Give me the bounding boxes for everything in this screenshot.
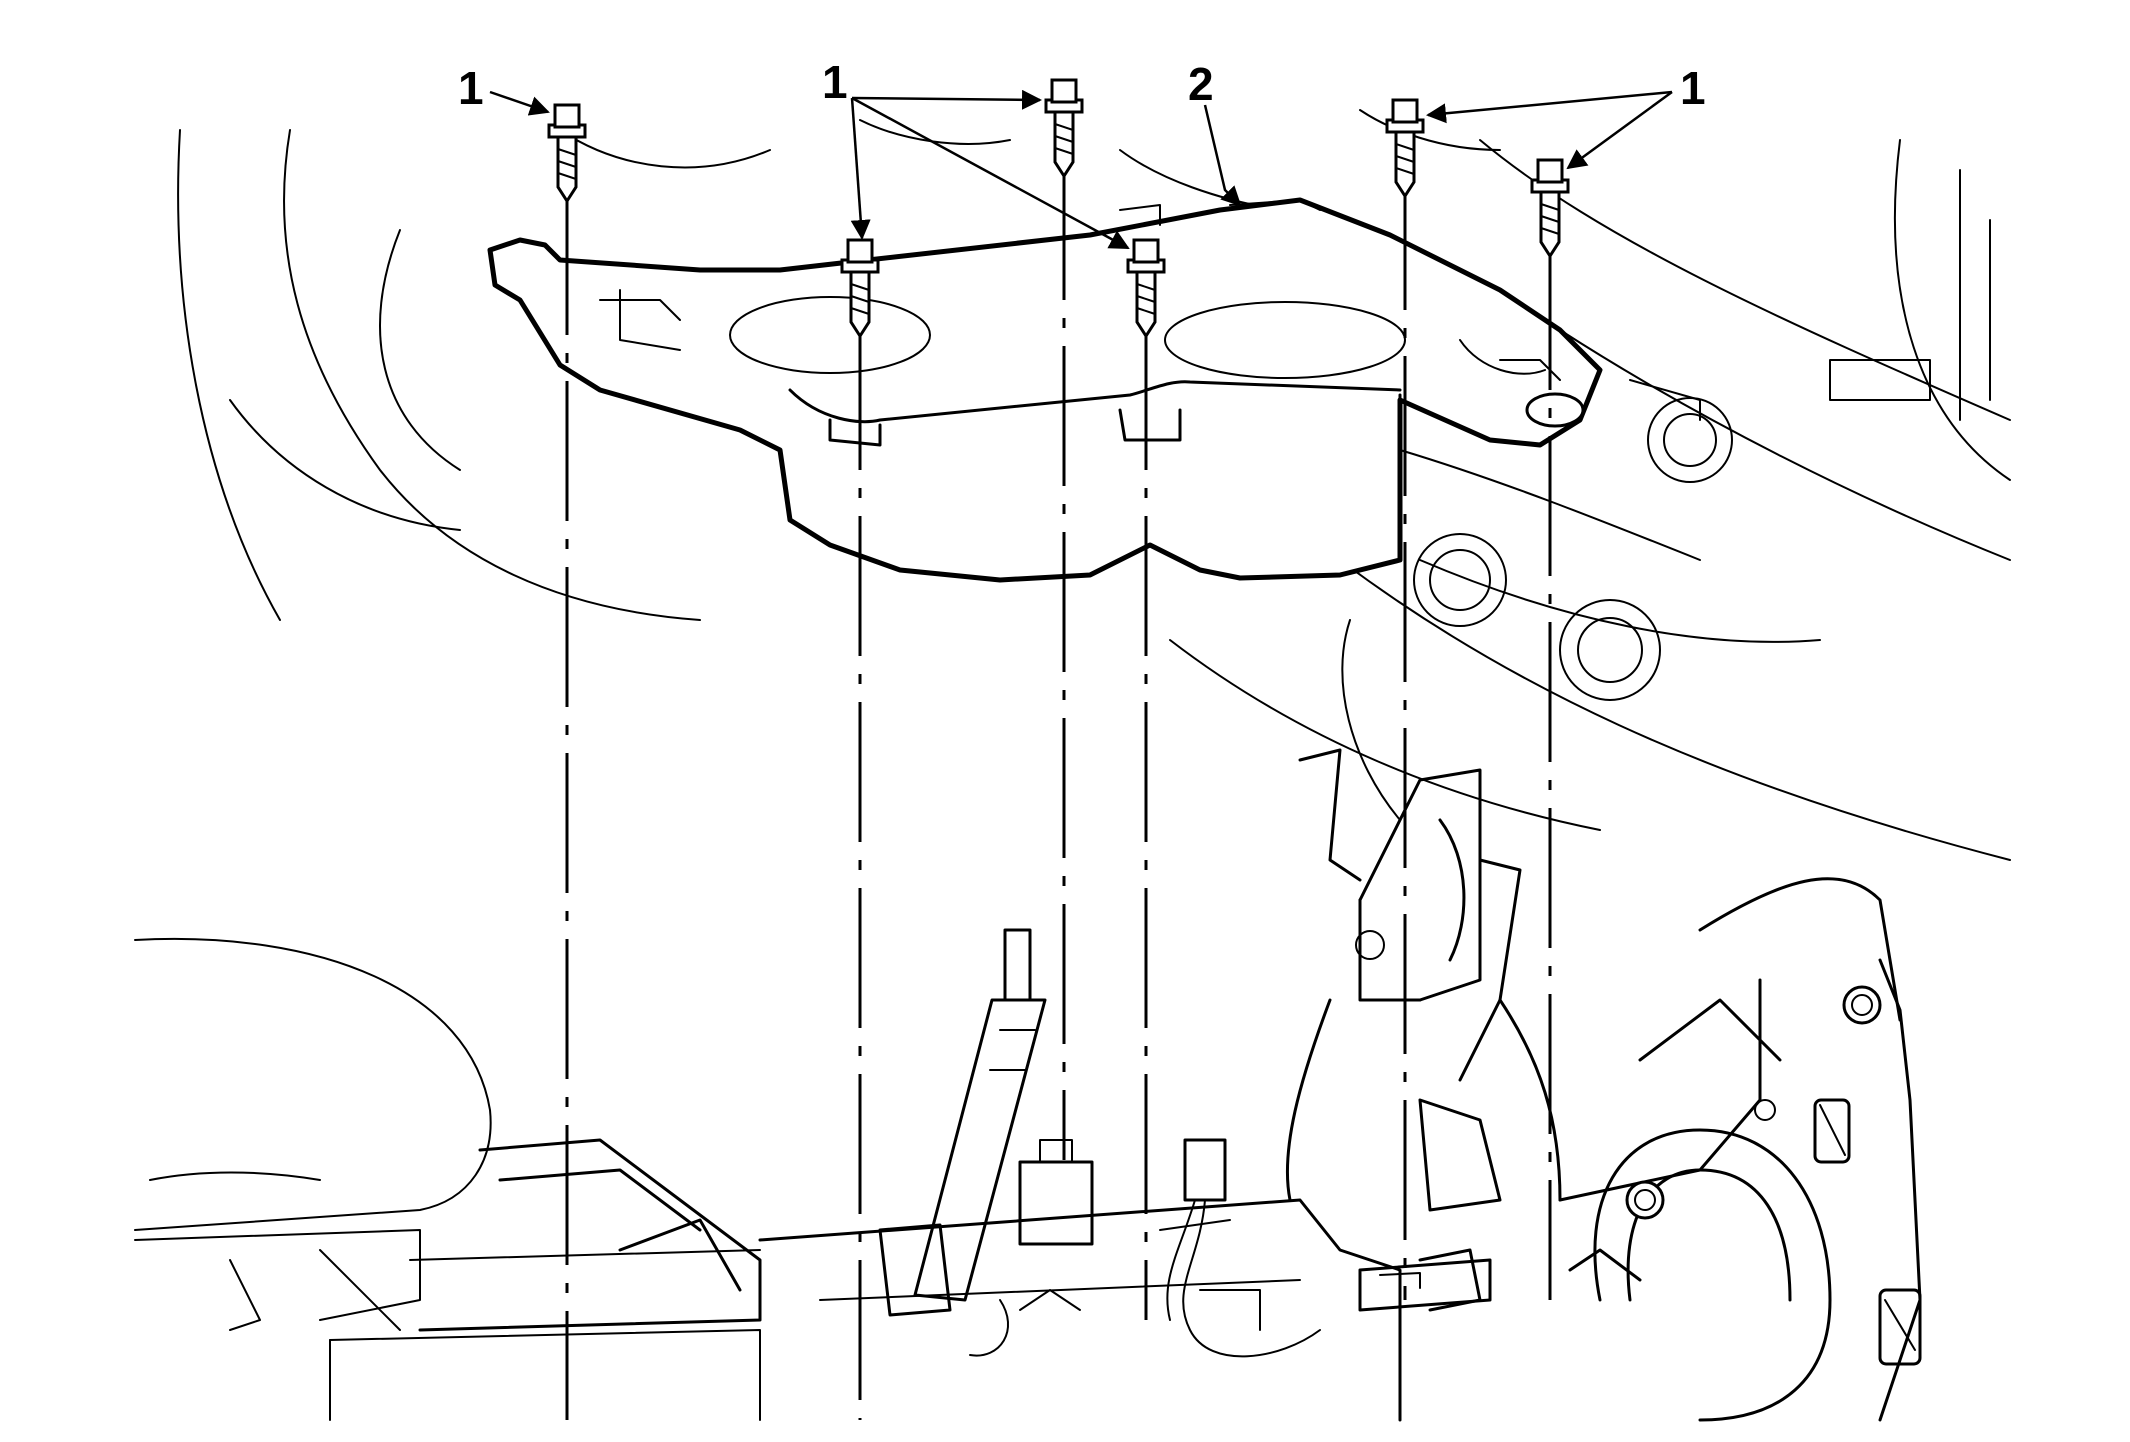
bolt-icon: [1385, 98, 1425, 198]
installation-centerlines: [565, 160, 1552, 1420]
bolt-icon: [1044, 78, 1084, 178]
bolt-icon: [1530, 158, 1570, 258]
background-linework: [134, 109, 2011, 1422]
callout-fastener-center: 1: [822, 56, 848, 108]
callout-labels: 1 1 2 1: [458, 56, 1706, 114]
callout-fastener-left: 1: [458, 62, 484, 114]
callout-leaders: [489, 89, 1673, 250]
callout-cup-holder: 2: [1188, 58, 1214, 110]
callout-fastener-right: 1: [1680, 62, 1706, 114]
bolt-icon: [547, 103, 587, 203]
cup-holder: [487, 197, 1603, 583]
